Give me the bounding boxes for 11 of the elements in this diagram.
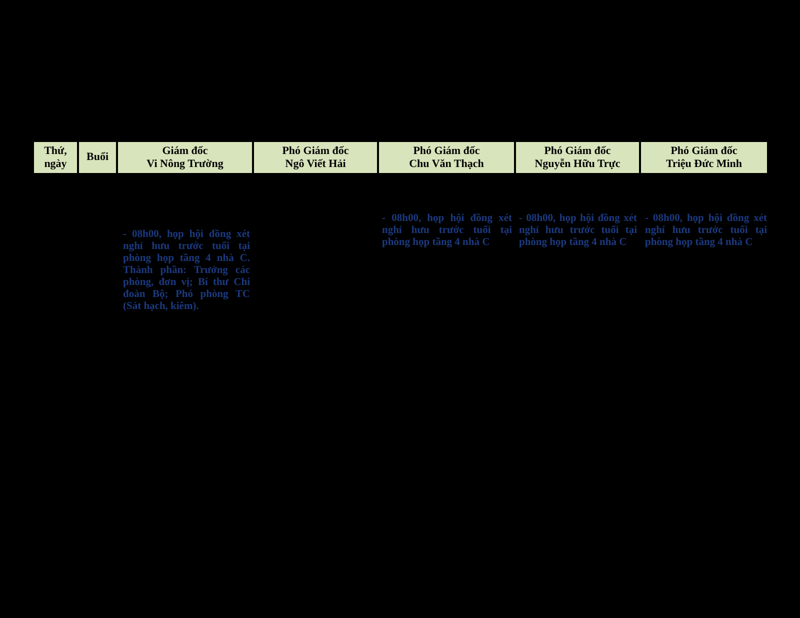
table-header-cell: Giám đốc Vi Nông Trường (117, 141, 253, 174)
schedule-entry: - 08h00, họp hội đồng xét nghỉ hưu trước tuổi tại phòng họp tầng 4 nhà C (382, 213, 512, 249)
table-header-cell: Phó Giám đốc Chu Văn Thạch (378, 141, 515, 174)
table-header-cell: Phó Giám đốc Ngô Viết Hải (253, 141, 378, 174)
schedule-entry: - 08h00, họp hội đồng xét nghỉ hưu trước tuổi tại phòng họp tầng 4 nhà C (645, 213, 767, 249)
table-header-cell: Thứ, ngày (33, 141, 78, 174)
schedule-entry: - 08h00, họp hội đồng xét nghỉ hưu trước tuổi tại phòng họp tầng 4 nhà C. Thành phần: Trưởng các phòng, đơn vị; Bí thư Chi đoàn Bộ; Phó phòng TC (Sát hạch, kiêm). (123, 229, 250, 313)
table-header-cell: Buổi (78, 141, 117, 174)
table-header-cell: Phó Giám đốc Triệu Đức Minh (640, 141, 768, 174)
schedule-entry: - 08h00, họp hội đồng xét nghỉ hưu trước tuổi tại phòng họp tầng 4 nhà C (519, 213, 637, 249)
table-header-cell: Phó Giám đốc Nguyễn Hữu Trực (515, 141, 640, 174)
